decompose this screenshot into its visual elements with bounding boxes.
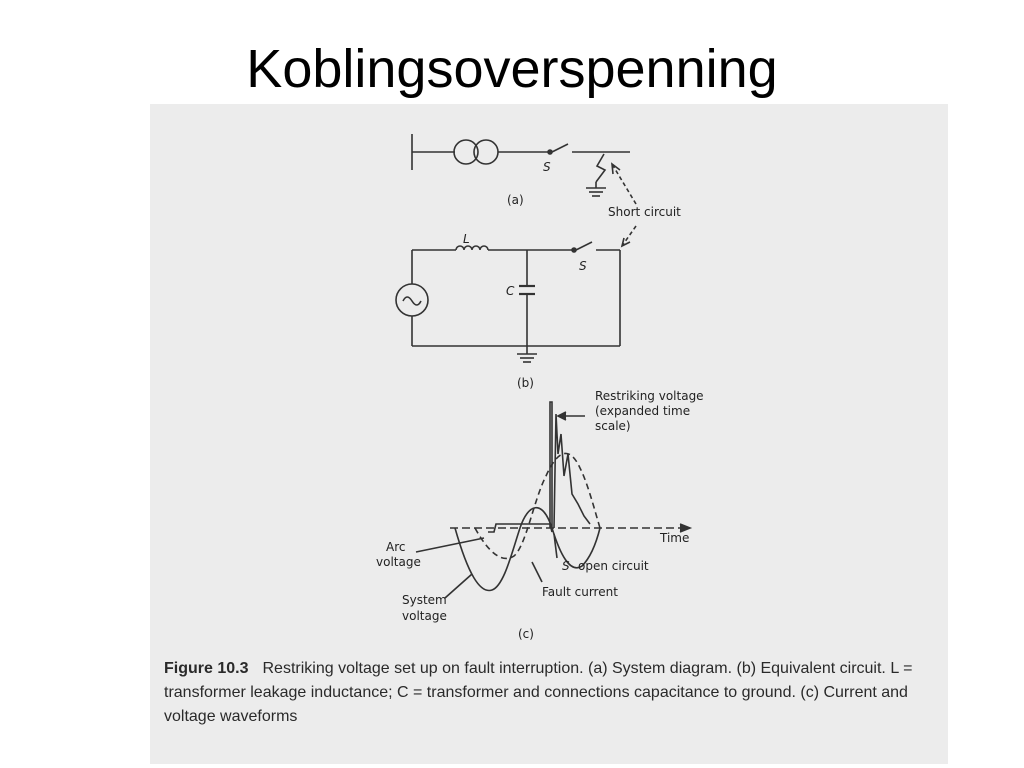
diagram-b-label: (b) [517,376,534,390]
system-voltage-wave [454,506,601,592]
restriking-label-line1: Restriking voltage [595,389,704,403]
equivalent-circuit-b [395,241,621,363]
switch-label-b: S [579,259,587,273]
circuit-diagram: S (a) Short circuit [376,134,704,641]
switch-label-a: S [543,160,551,174]
system-voltage-label-line1: System [402,593,447,607]
short-circuit-label: Short circuit [608,205,681,219]
diagram-a-label: (a) [507,193,524,207]
fault-current-label: Fault current [542,585,618,599]
inductor-l [455,245,489,251]
switch-s-a [551,143,569,153]
waveforms-c [415,401,693,599]
system-voltage-label-line2: voltage [402,609,447,623]
figure-number: Figure 10.3 [164,660,249,677]
caption-text: Restriking voltage set up on fault inter… [164,660,913,725]
diagram-c-label: (c) [518,627,534,641]
inductor-label: L [463,232,470,246]
capacitor-label: C [506,284,515,298]
transformer-primary-coil [453,139,479,165]
arc-voltage-label-line2: voltage [376,555,421,569]
time-label: Time [659,531,689,545]
scanned-figure: S (a) Short circuit [150,104,948,764]
restriking-spike [549,401,553,528]
switch-s-b [575,241,593,251]
slide-title: Koblingsoverspenning [246,39,778,99]
restriking-oscillation [553,413,591,529]
arc-voltage-label-line1: Arc [386,540,405,554]
system-diagram-a [411,134,637,248]
fault-lightning [595,153,607,183]
fault-current-wave [474,452,601,560]
open-circuit-s-label: S [562,559,570,573]
restriking-label-line2: (expanded time [595,404,690,418]
restriking-label-line3: scale) [595,419,631,433]
open-circuit-label: open circuit [578,559,649,573]
